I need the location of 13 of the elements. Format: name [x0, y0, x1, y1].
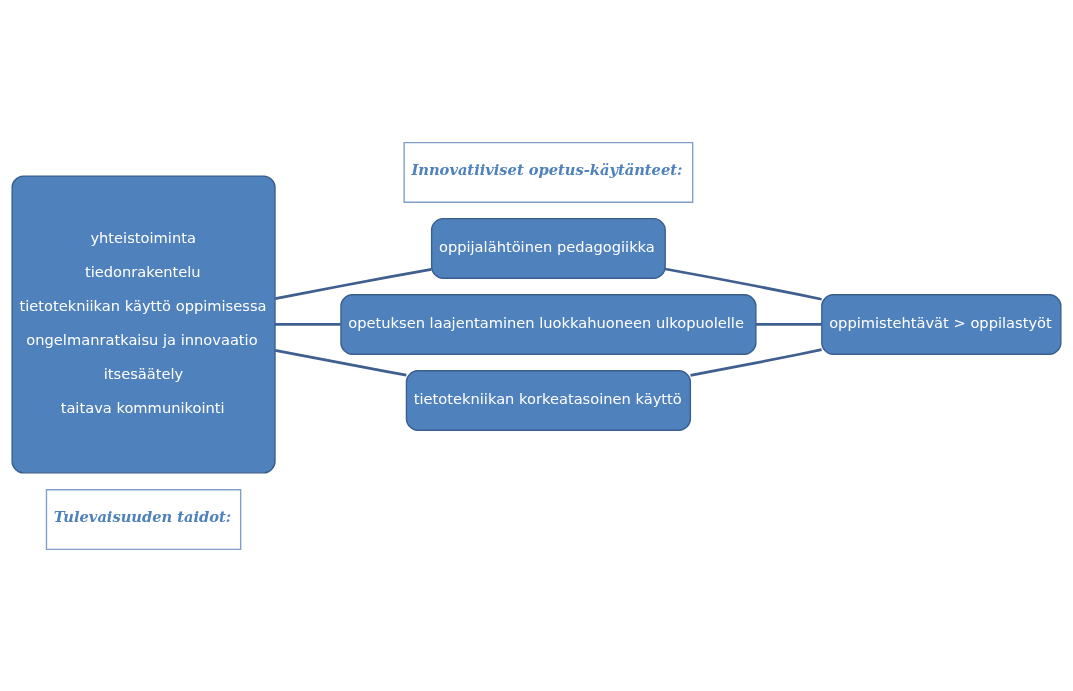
node-box: Tulevaisuuden taidot: [45, 488, 242, 550]
connector [664, 267, 822, 301]
node-box: opetuksen laajentaminen luokkahuoneen ulkopuolelle [340, 293, 757, 355]
connector [274, 267, 432, 300]
connector [756, 322, 822, 326]
connector [690, 347, 822, 377]
node-box: tietotekniikan korkeatasoinen käyttö [405, 369, 692, 431]
node-box: yhteistoiminta tiedonrakentelu tietotekniikan käyttö oppimisessa ongelmanratkaisu ja innovaatio itsesäätely taitava kommunikointi [11, 174, 276, 474]
connector [274, 348, 407, 376]
node-box: Innovatiiviset opetus-käytänteet: [403, 141, 694, 203]
connector [275, 322, 341, 326]
node-box: oppijalähtöinen pedagogiikka [430, 217, 666, 279]
node-box: oppimistehtävät > oppilastyöt [821, 293, 1062, 355]
